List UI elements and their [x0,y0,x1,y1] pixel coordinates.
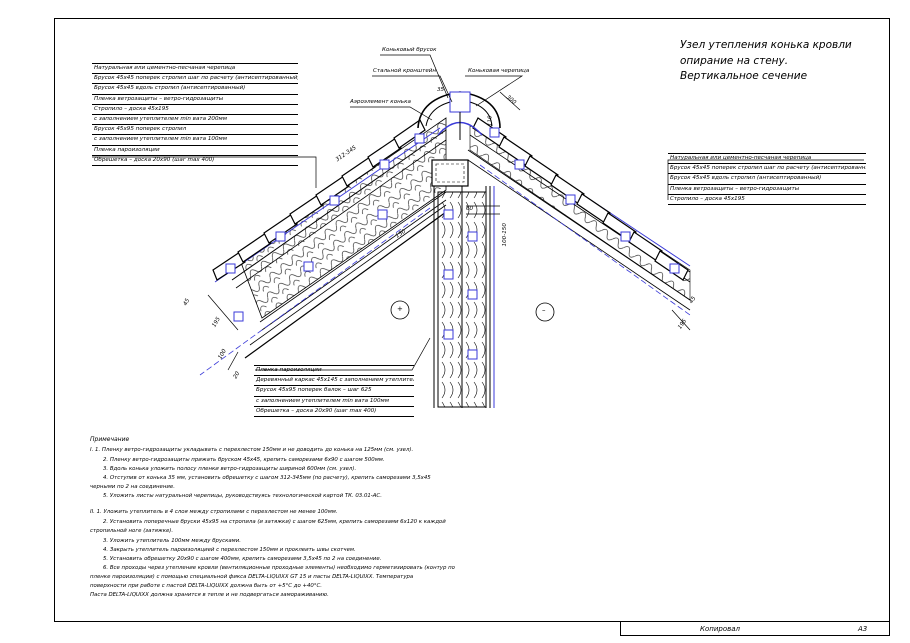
legend-left-row: с заполнением утеплителем min вата 100мм [92,135,298,146]
wall-section [431,159,500,408]
legend-bottom-row: с заполнением утеплителем min вата 100мм [254,397,414,407]
legend-bottom-row: Пленка пароизоляции [254,366,414,377]
legend-bottom-row: Деревянный каркас 45х145 с заполнением у… [254,376,414,387]
note-line: I. 1. Пленку ветро-гидрозащиты укладыват… [90,447,414,453]
note-line: 5. Уложить листы натуральной черепицы, р… [103,493,382,499]
footer-copied: Копировал [700,625,740,633]
left-roof-slope [199,117,447,376]
dim-label: 35 [437,87,445,93]
legend-right-row: Брусок 45х45 вдоль стропил (антисептиров… [668,174,866,185]
note-line: 2. Пленку ветро-гидрозащиты прижать брус… [103,457,385,463]
legend-left-row: Натуральная или цементно-песчаная черепи… [92,64,298,75]
notes-title: Примечание [90,436,130,443]
legend-left-row: с заполнением утеплителем min вата 200мм [92,115,298,126]
title-block-strip [620,622,890,636]
dim-label: 110 [487,115,494,127]
legend-left: Натуральная или цементно-песчаная черепи… [92,63,298,166]
legend-bottom-row: Обрешетка – доска 20х90 (шаг max 400) [254,407,414,417]
drawing-title-line2: опирание на стену. [680,55,789,67]
note-line: 4. Закрыть утеплитель пароизоляцией с пе… [103,547,356,553]
legend-left-row: Брусок 45х45 поперек стропил шаг по расч… [92,74,298,85]
zone-markers [390,300,555,322]
legend-left-row: Брусок 45х45 вдоль стропил (антисептиров… [92,84,298,95]
note-line: поверхности при работе с пастой DELTA-LI… [90,583,323,589]
note-line: 3. Вдоль конька уложить полосу пленки ве… [103,466,357,472]
callout-ridge-tile: Коньковая черепица [468,68,530,74]
legend-right-row: Натуральная или цементно-песчаная черепи… [668,154,866,165]
legend-right-row: Брусок 45х45 поперек стропил шаг по расч… [668,164,866,175]
callout-ridge-aero: Аэроэлемент конька [350,99,411,105]
warm-zone-label: + [397,305,403,313]
legend-left-row: Брусок 45х95 поперек стропил [92,125,298,136]
legend-left-row: Обрешетка – доска 20х90 (шаг max 400) [92,156,298,166]
note-line: пленке пароизоляции) с помощью специальн… [90,574,414,580]
legend-left-row: Пленка ветрозащиты – ветро-гидрозащиты [92,95,298,105]
note-line: черными по 2 на соединение. [90,484,175,490]
legend-right-row: Пленка ветрозащиты – ветро-гидрозащиты [668,185,866,195]
legend-bottom: Пленка пароизоляции Деревянный каркас 45… [254,365,414,417]
ridge-assembly [417,91,501,140]
leader-lines [92,54,864,371]
drawing-title-line3: Вертикальное сечение [680,70,808,82]
legend-right-row: Стропило – доска 45х195 [668,195,866,205]
right-roof-slope [467,117,691,316]
legend-right: Натуральная или цементно-песчаная черепи… [668,153,866,205]
footer-format: А3 [858,625,868,633]
note-line: стропильной ноге (затяжке). [90,528,174,534]
note-line: II. 1. Уложить утеплитель в 4 слоя между… [90,509,338,515]
callout-ridge-bar: Коньковый брусок [382,47,437,53]
legend-left-row: Пленка пароизоляции [92,146,298,156]
dim-label: 60 [466,206,474,212]
note-line: Паста DELTA-LIQUIXX должна хранится в те… [90,592,329,598]
note-line: 4. Отступив от конька 35 мм, установить … [103,475,431,481]
callout-steel-bracket: Стальной кронштейн [373,68,437,74]
note-line: 5. Установить обрешетку 20х90 с шагом 40… [103,556,382,562]
drawing-frame [54,18,890,622]
note-line: 3. Уложить утеплитель 100мм между бруска… [103,538,241,544]
legend-left-row: Стропило – доска 45х195 [92,105,298,115]
note-line: 6. Все проходы через утепление кровли (в… [103,565,455,571]
drawing-title-line1: Узел утепления конька кровли [680,39,852,51]
legend-bottom-row: Брусок 45х95 поперек балок – шаг 625 [254,386,414,397]
dim-label: 100-150 [501,223,508,247]
note-line: 2. Установить поперечные бруски 45х95 на… [103,519,446,525]
cold-zone-label: – [542,306,546,314]
